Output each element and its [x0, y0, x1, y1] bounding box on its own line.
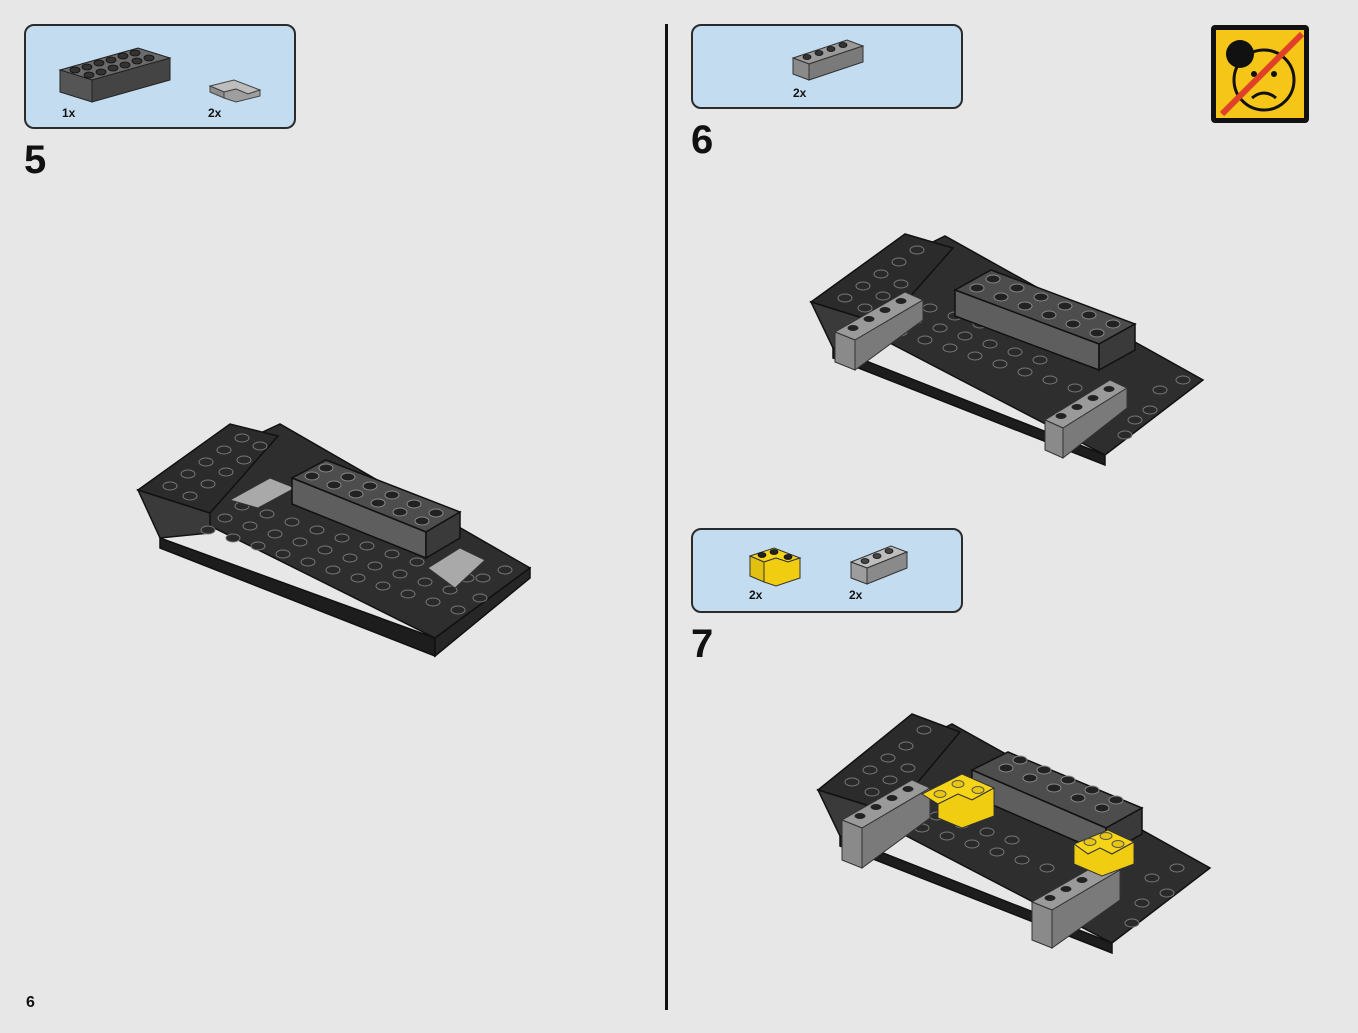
step-5-model-illustration	[136, 423, 532, 658]
choking-hazard-warning-icon	[1210, 24, 1310, 124]
part-quantity: 1x	[62, 106, 76, 120]
light-grey-brick-1x4-icon	[791, 39, 865, 81]
part-quantity: 2x	[793, 86, 807, 100]
light-grey-corner-plate-icon	[208, 79, 262, 103]
dark-grey-brick-2x6-icon	[58, 47, 172, 103]
yellow-corner-brick-icon	[748, 547, 802, 587]
step-6-model-illustration	[809, 233, 1205, 467]
light-grey-brick-1x3-icon	[849, 545, 909, 585]
step-6-parts-callout: 2x	[691, 24, 963, 109]
step-number: 7	[691, 622, 714, 666]
step-number: 6	[691, 118, 714, 162]
part-quantity: 2x	[749, 588, 763, 602]
page-number: 6	[26, 994, 35, 1011]
step-number: 5	[24, 138, 47, 182]
step-7-parts-callout: 2x 2x	[691, 528, 963, 613]
page-divider	[665, 24, 668, 1010]
step-7-model-illustration	[816, 713, 1212, 955]
part-quantity: 2x	[208, 106, 222, 120]
part-quantity: 2x	[849, 588, 863, 602]
step-5-parts-callout: 1x 2x	[24, 24, 296, 129]
